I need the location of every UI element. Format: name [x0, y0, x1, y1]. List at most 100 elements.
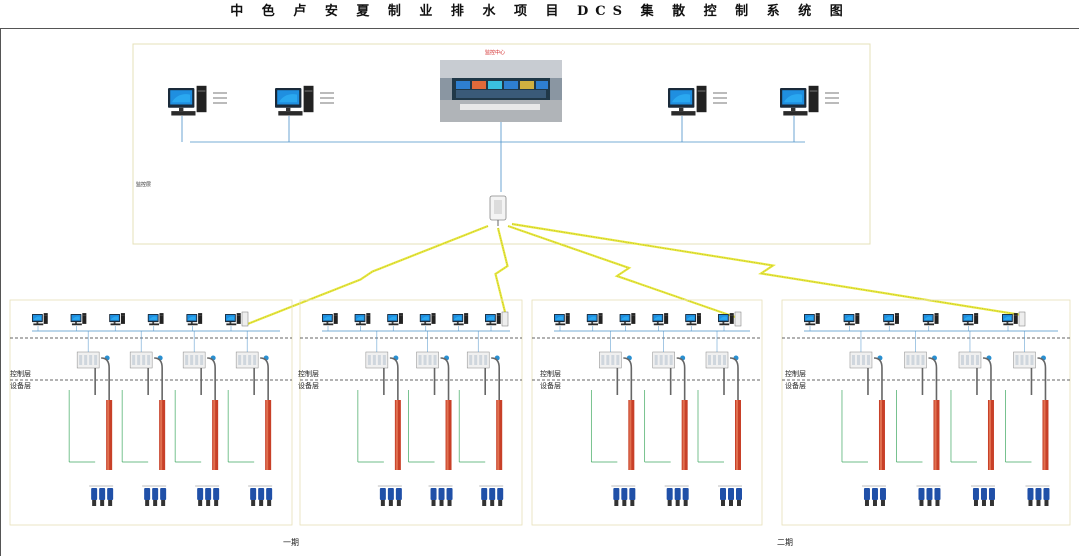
motor-icon: [152, 488, 159, 500]
label-device-layer: 设备层: [298, 381, 319, 390]
riser-pipe: [484, 357, 500, 400]
plc-module: [418, 355, 422, 365]
plc-module: [1025, 355, 1029, 365]
motor-base: [981, 500, 986, 506]
plc-module: [253, 355, 257, 365]
motor-icon: [438, 488, 445, 500]
motor-base: [145, 500, 150, 506]
lightning-link-core: [495, 227, 508, 313]
pc-caption-mark: [713, 92, 727, 94]
plc-module: [132, 355, 136, 365]
computer-icon: [804, 313, 820, 326]
plc-module: [708, 355, 711, 365]
plc-module: [474, 355, 478, 365]
top-workstations: [168, 85, 839, 142]
motor-icon: [918, 488, 925, 500]
computer-icon: [962, 313, 979, 326]
riser-pipe: [383, 357, 399, 400]
pump-column-highlight: [736, 400, 738, 470]
motor-icon: [1035, 488, 1042, 500]
motor-base: [388, 500, 393, 506]
plc-module: [423, 355, 427, 365]
plc-module: [372, 355, 376, 365]
plc-module: [382, 355, 386, 365]
plc-module: [469, 355, 473, 365]
motor-base: [935, 500, 940, 506]
motor-icon: [395, 488, 402, 500]
motor-base: [622, 500, 627, 506]
plc-module: [195, 355, 199, 365]
plc-module: [238, 355, 242, 365]
motor-icon: [926, 488, 933, 500]
plc-module: [906, 355, 910, 365]
computer-icon: [485, 313, 501, 326]
motor-base: [880, 500, 885, 506]
station-area: [781, 299, 1071, 526]
pc-caption-mark: [713, 102, 727, 104]
motor-icon: [250, 488, 257, 500]
motor-base: [683, 500, 688, 506]
label-device-layer: 设备层: [10, 381, 31, 390]
computer-icon: [1002, 313, 1018, 326]
station-area: [299, 299, 523, 526]
label-control-layer: 控制层: [785, 369, 806, 378]
pc-caption-mark: [213, 97, 227, 99]
plc-module: [911, 355, 915, 365]
computer-icon: [619, 313, 636, 326]
computer-icon: [718, 313, 734, 326]
computer-icon: [586, 313, 603, 326]
station-ap-icon: [501, 311, 509, 327]
pump-column-highlight: [446, 400, 449, 470]
pump-column-highlight: [107, 400, 110, 470]
computer-icon: [168, 85, 207, 116]
riser-pipe: [976, 357, 992, 400]
plc-module: [960, 355, 964, 365]
motor-base: [721, 500, 725, 506]
motor-icon: [613, 488, 620, 500]
motor-base: [864, 500, 869, 506]
plc-module: [1020, 355, 1024, 365]
label-phase-2: 二期: [777, 538, 793, 547]
plc-module: [147, 355, 151, 365]
motor-base: [267, 500, 272, 506]
motor-icon: [674, 488, 681, 500]
computer-icon: [843, 313, 860, 326]
pump-column-highlight: [682, 400, 685, 470]
motor-base: [490, 500, 495, 506]
motor-base: [259, 500, 264, 506]
lightning-link-core: [244, 225, 489, 326]
plc-module: [718, 355, 721, 365]
motor-base: [973, 500, 978, 506]
plc-module: [137, 355, 141, 365]
motor-base: [108, 500, 113, 506]
motor-base: [380, 500, 385, 506]
motor-base: [439, 500, 444, 506]
pump-column-highlight: [934, 400, 937, 470]
pc-caption-mark: [713, 97, 727, 99]
plc-module: [916, 355, 920, 365]
motor-icon: [213, 488, 220, 500]
motor-icon: [879, 488, 886, 500]
motor-icon: [258, 488, 265, 500]
motor-icon: [972, 488, 979, 500]
motor-icon: [980, 488, 987, 500]
motor-base: [675, 500, 680, 506]
pc-caption-mark: [825, 92, 839, 94]
plc-module: [428, 355, 432, 365]
plc-module: [79, 355, 83, 365]
motor-base: [729, 500, 733, 506]
plc-module: [664, 355, 668, 365]
riser-pipe: [1030, 357, 1047, 400]
lightning-link-core: [511, 223, 1023, 316]
plc-module: [142, 355, 146, 365]
computer-icon: [109, 313, 125, 326]
pump-column-highlight: [213, 400, 216, 470]
pc-caption-mark: [213, 102, 227, 104]
motor-icon: [205, 488, 212, 500]
label-control-layer: 控制层: [10, 369, 31, 378]
computer-icon: [668, 85, 707, 116]
